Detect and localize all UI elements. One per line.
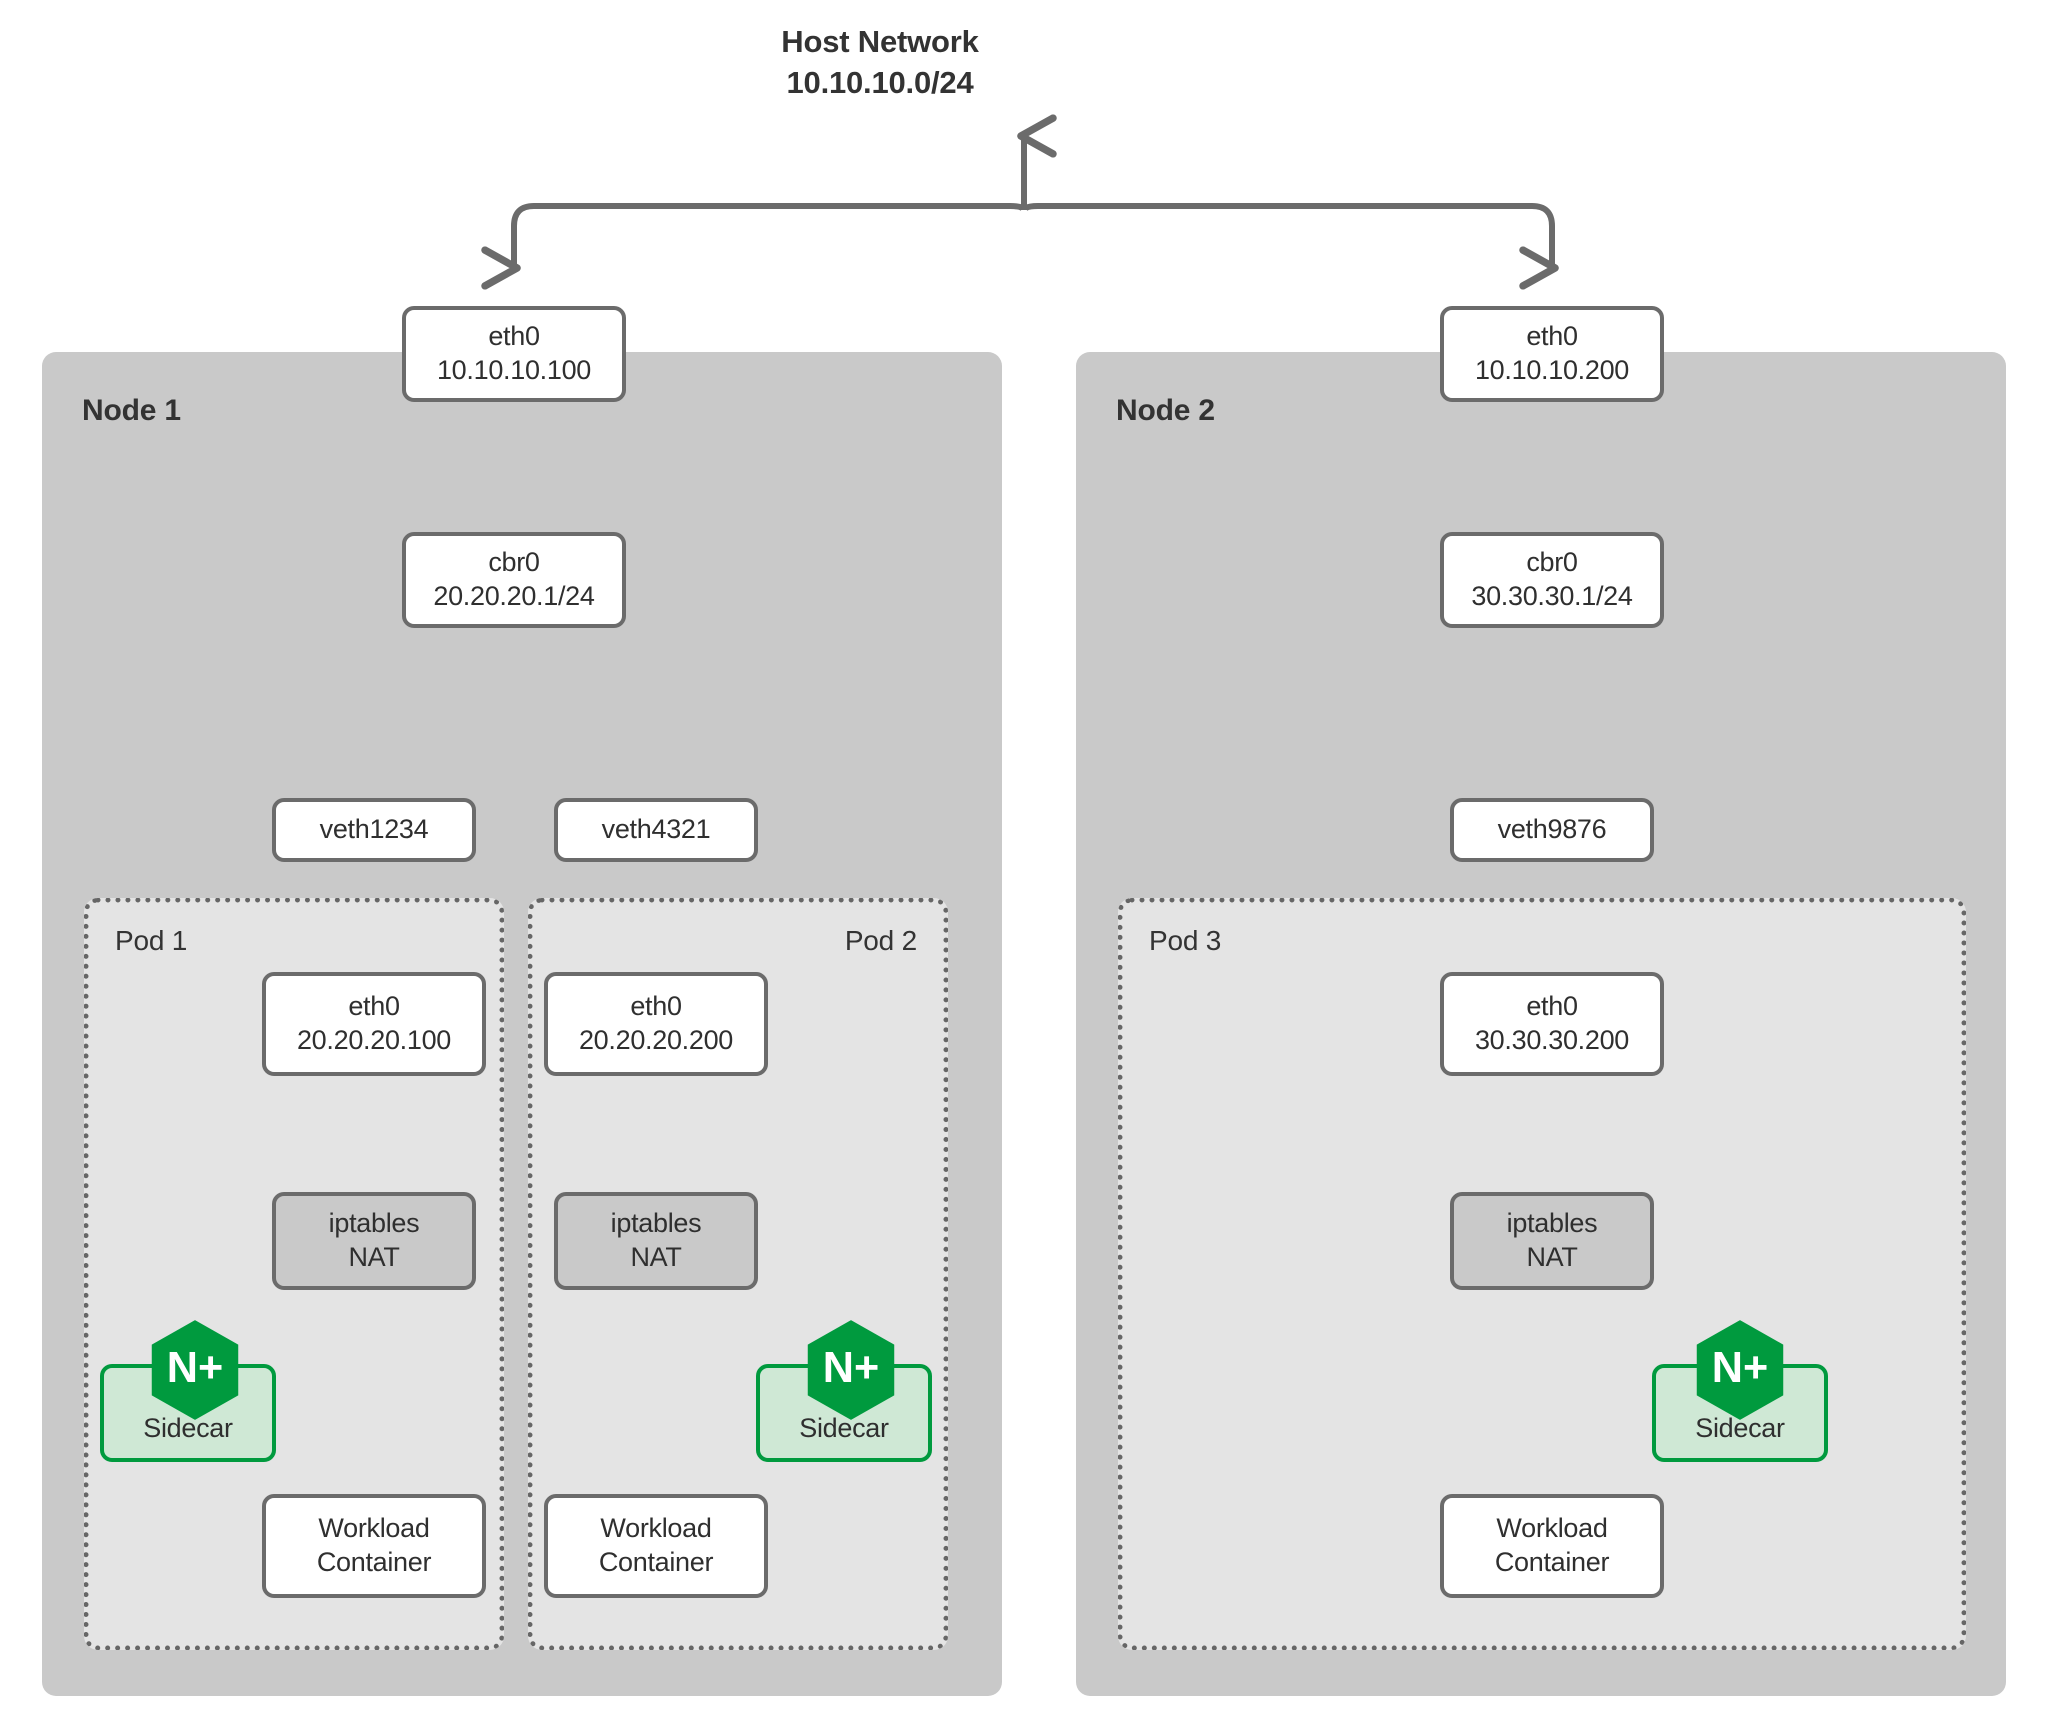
pod-1-workload-line1: Workload	[318, 1513, 430, 1544]
pod-1-eth0-line1: eth0	[348, 991, 400, 1022]
pod-2-eth0-line2: 20.20.20.200	[578, 1025, 734, 1055]
node-2-label: Node 2	[1116, 394, 1215, 427]
pod-3-eth0-line1: eth0	[1526, 991, 1578, 1022]
pod-3-nginx-plus-hex-icon: N+	[1693, 1318, 1787, 1422]
pod-3-workload-line1: Workload	[1496, 1513, 1608, 1544]
pod-1-nginx-plus-hex-icon: N+	[148, 1318, 242, 1422]
svg-text:N+: N+	[1712, 1344, 1768, 1392]
pod-2-eth0-line1: eth0	[630, 991, 682, 1022]
host-network-title-line2: 10.10.10.0/24	[786, 64, 974, 100]
node-1-veth4321-label: veth4321	[601, 814, 711, 845]
pod-1-workload-line2: Container	[316, 1547, 432, 1577]
pod-3-eth0-line2: 30.30.30.200	[1474, 1025, 1630, 1055]
svg-text:N+: N+	[167, 1344, 223, 1392]
pod-1-workload-container-box[interactable]: Workload Container	[262, 1494, 486, 1598]
node-1-cbr0-box[interactable]: cbr0 20.20.20.1/24	[402, 532, 626, 628]
pod-2-eth0-box[interactable]: eth0 20.20.20.200	[544, 972, 768, 1076]
node-2-cbr0-line2: 30.30.30.1/24	[1471, 581, 1633, 611]
pod-2-nginx-plus-hex-icon: N+	[804, 1318, 898, 1422]
pod-3-label: Pod 3	[1149, 925, 1222, 956]
pod-3-nat-line1: iptables	[1506, 1208, 1598, 1239]
pod-3-eth0-box[interactable]: eth0 30.30.30.200	[1440, 972, 1664, 1076]
pod-1-sidecar-label: Sidecar	[143, 1413, 233, 1443]
node-1-veth1234-box[interactable]: veth1234	[272, 798, 476, 862]
pod-2-label: Pod 2	[844, 925, 917, 956]
pod-1-eth0-line2: 20.20.20.100	[296, 1025, 452, 1055]
pod-1-nat-line1: iptables	[328, 1208, 420, 1239]
pod-1-label: Pod 1	[115, 925, 188, 956]
pod-2-workload-container-box[interactable]: Workload Container	[544, 1494, 768, 1598]
node-2-veth9876-label: veth9876	[1497, 814, 1607, 845]
pod-2-nat-line2: NAT	[630, 1242, 682, 1272]
svg-text:N+: N+	[823, 1344, 879, 1392]
node-1-veth1234-label: veth1234	[319, 814, 429, 845]
pod-2-workload-line1: Workload	[600, 1513, 712, 1544]
pod-2-workload-line2: Container	[598, 1547, 714, 1577]
host-network-title: Host Network 10.10.10.0/24	[660, 22, 1100, 104]
pod-2-iptables-nat-box[interactable]: iptables NAT	[554, 1192, 758, 1290]
node-2-eth0-line1: eth0	[1526, 321, 1578, 352]
node-1-label: Node 1	[82, 394, 181, 427]
pod-2-sidecar-label: Sidecar	[799, 1413, 889, 1443]
pod-1-nat-line2: NAT	[348, 1242, 400, 1272]
node-2-eth0-box[interactable]: eth0 10.10.10.200	[1440, 306, 1664, 402]
pod-1-eth0-box[interactable]: eth0 20.20.20.100	[262, 972, 486, 1076]
node-1-cbr0-line2: 20.20.20.1/24	[433, 581, 595, 611]
node-1-cbr0-line1: cbr0	[488, 547, 540, 578]
pod-3-iptables-nat-box[interactable]: iptables NAT	[1450, 1192, 1654, 1290]
node-1-veth4321-box[interactable]: veth4321	[554, 798, 758, 862]
node-2-cbr0-box[interactable]: cbr0 30.30.30.1/24	[1440, 532, 1664, 628]
node-1-eth0-line1: eth0	[488, 321, 540, 352]
pod-3-workload-line2: Container	[1494, 1547, 1610, 1577]
pod-3-workload-container-box[interactable]: Workload Container	[1440, 1494, 1664, 1598]
pod-2-nat-line1: iptables	[610, 1208, 702, 1239]
pod-3-nat-line2: NAT	[1526, 1242, 1578, 1272]
node-1-eth0-line2: 10.10.10.100	[436, 355, 592, 385]
host-network-title-line1: Host Network	[781, 24, 979, 59]
node-2-veth9876-box[interactable]: veth9876	[1450, 798, 1654, 862]
node-2-eth0-line2: 10.10.10.200	[1474, 355, 1630, 385]
node-2-cbr0-line1: cbr0	[1526, 547, 1578, 578]
node-1-eth0-box[interactable]: eth0 10.10.10.100	[402, 306, 626, 402]
pod-1-iptables-nat-box[interactable]: iptables NAT	[272, 1192, 476, 1290]
